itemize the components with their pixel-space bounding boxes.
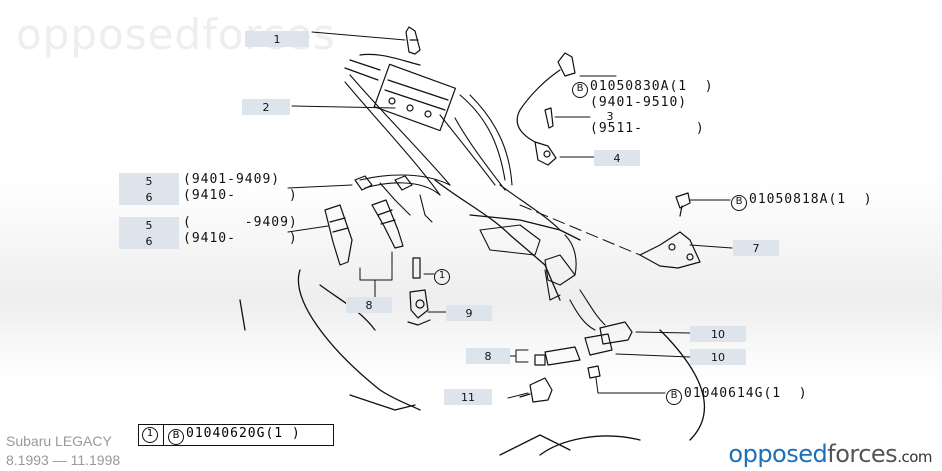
leader-2 <box>291 105 396 109</box>
knock-sensor <box>516 52 576 166</box>
leader-10a <box>635 331 691 334</box>
callout-6a: 6 <box>119 189 179 205</box>
date-range-label: 8.1993 — 11.1998 <box>6 452 121 468</box>
note-range-9401-9409: (9401-9409) <box>183 172 281 187</box>
high-tension-leads <box>344 74 513 223</box>
bracket-7 <box>639 192 701 269</box>
bolt-mark: B <box>168 428 184 445</box>
bolt-mark: B <box>731 195 747 211</box>
callout-2: 2 <box>242 99 290 115</box>
sensor-11 <box>519 365 601 403</box>
bolt-mark: B <box>666 389 682 405</box>
callout-3: 3 <box>606 109 614 123</box>
bracket-8a <box>359 251 393 281</box>
callout-8b: 8 <box>466 348 510 364</box>
sensor-10-group <box>534 321 633 366</box>
callout-6b: 6 <box>119 233 179 249</box>
note-range-9410-a: (9410- ) <box>183 188 298 203</box>
spark-plug-top <box>405 26 421 55</box>
callout-10a: 10 <box>690 326 746 342</box>
callout-11: 11 <box>444 389 492 405</box>
leader-5b <box>287 225 329 233</box>
bolt-mark: B <box>572 82 588 98</box>
coil-boots <box>324 175 413 266</box>
ignition-coil-pack <box>344 53 457 132</box>
note-range-9401-9510: (9401-9510) <box>590 95 688 110</box>
sensor-9 <box>407 257 431 326</box>
callout-4: 4 <box>594 150 640 166</box>
legend-ref-cell: 1 <box>139 425 164 445</box>
note-range-9511: (9511- ) <box>590 121 705 136</box>
leader-1 <box>311 31 406 41</box>
ref-mark-1: 1 <box>434 266 452 285</box>
leader-5a <box>287 184 353 189</box>
callout-5a: 5 <box>119 173 179 189</box>
leader-bolt-11 <box>595 377 666 394</box>
leader-10b <box>615 353 691 358</box>
brand-logo[interactable]: opposedforces.com <box>728 440 932 468</box>
note-range-9410-b: (9410- ) <box>183 231 298 246</box>
note-range-9409: ( -9409) <box>183 215 298 230</box>
callout-8a: 8 <box>346 297 392 313</box>
cable-routing <box>479 184 606 331</box>
leader-7 <box>689 244 733 249</box>
callout-5b: 5 <box>119 217 179 233</box>
model-label: Subaru LEGACY <box>6 433 112 449</box>
leader-11 <box>507 392 529 399</box>
callout-10b: 10 <box>690 349 746 365</box>
bracket-8b <box>509 349 529 363</box>
callout-1: 1 <box>245 31 309 47</box>
callout-7: 7 <box>733 240 779 256</box>
callout-9: 9 <box>446 305 492 321</box>
